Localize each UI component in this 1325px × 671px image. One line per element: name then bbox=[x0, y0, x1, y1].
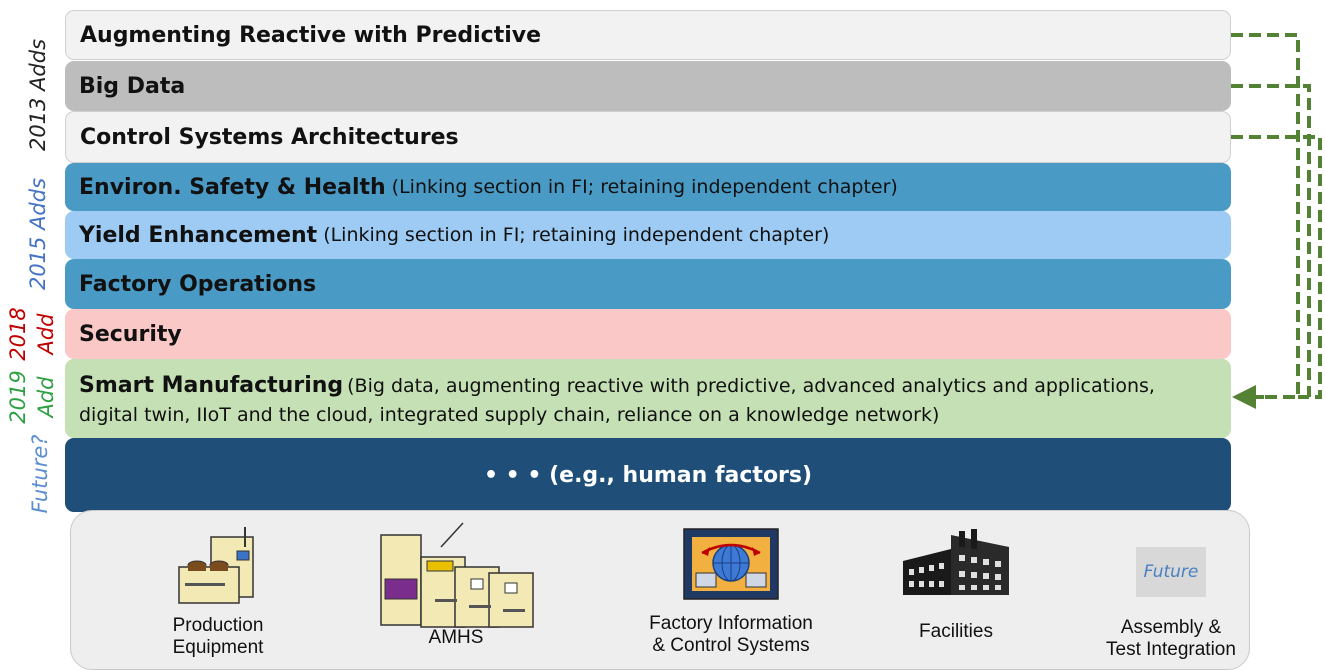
label-2018-year: 2018 bbox=[6, 307, 30, 361]
band-title: Smart Manufacturing bbox=[79, 373, 344, 398]
item-production-equipment: Production Equipment bbox=[153, 527, 283, 659]
item-amhs: AMHS bbox=[371, 521, 541, 649]
band-title: Environ. Safety & Health bbox=[79, 174, 386, 200]
band-yield-enhancement: Yield Enhancement (Linking section in FI… bbox=[65, 211, 1231, 259]
band-big-data: Big Data bbox=[65, 61, 1231, 111]
band-future-human-factors: • • • (e.g., human factors) bbox=[65, 438, 1231, 512]
band-title: Yield Enhancement bbox=[79, 222, 318, 248]
item-label: Facilities bbox=[919, 621, 993, 642]
production-equipment-icon bbox=[178, 527, 254, 604]
band-title: Control Systems Architectures bbox=[80, 124, 459, 150]
band-description: (Big data, augmenting reactive with pred… bbox=[347, 375, 1155, 397]
item-label: Factory Information bbox=[649, 613, 813, 634]
label-2019-year: 2019 bbox=[6, 370, 30, 424]
future-box-text: Future bbox=[1143, 562, 1199, 582]
connector-control-systems bbox=[1231, 135, 1322, 399]
band-factory-operations: Factory Operations bbox=[65, 259, 1231, 309]
band-augmenting-reactive: Augmenting Reactive with Predictive bbox=[65, 10, 1231, 60]
band-description-cont: digital twin, IIoT and the cloud, integr… bbox=[79, 404, 940, 426]
item-label: Assembly & bbox=[1120, 617, 1222, 638]
facilities-icon bbox=[903, 529, 1009, 595]
item-label: AMHS bbox=[428, 627, 484, 648]
item-label: Test Integration bbox=[1106, 639, 1236, 660]
connector-augmenting bbox=[1231, 33, 1300, 399]
band-control-systems: Control Systems Architectures bbox=[65, 111, 1231, 163]
band-title: Factory Operations bbox=[79, 271, 317, 297]
band-line-2: digital twin, IIoT and the cloud, integr… bbox=[79, 400, 1231, 429]
band-title: Big Data bbox=[79, 73, 186, 99]
label-future: Future? bbox=[28, 434, 52, 514]
item-facilities: Facilities bbox=[891, 525, 1021, 643]
amhs-icon bbox=[380, 522, 534, 628]
connector-arrow-head bbox=[1232, 385, 1256, 409]
band-description: (Linking section in FI; retaining indepe… bbox=[391, 176, 898, 198]
label-2015-adds: 2015 Adds bbox=[26, 177, 50, 291]
future-box: Future bbox=[1136, 547, 1206, 597]
base-platform: Production Equipment AMHS bbox=[70, 510, 1250, 670]
label-2013-adds: 2013 Adds bbox=[26, 38, 50, 152]
band-security: Security bbox=[65, 309, 1231, 359]
label-2019-add: Add bbox=[34, 376, 58, 418]
item-label: Production bbox=[172, 615, 264, 636]
band-title: Security bbox=[79, 321, 182, 347]
item-label: & Control Systems bbox=[652, 635, 810, 656]
factory-information-icon bbox=[683, 528, 779, 600]
item-label: Equipment bbox=[172, 637, 264, 658]
band-title: Augmenting Reactive with Predictive bbox=[80, 22, 542, 48]
label-2018-add: Add bbox=[34, 313, 58, 355]
band-environ-safety-health: Environ. Safety & Health (Linking sectio… bbox=[65, 163, 1231, 211]
band-description: (Linking section in FI; retaining indepe… bbox=[323, 224, 830, 246]
item-assembly-test-integration: Future Assembly & Test Integration bbox=[1091, 547, 1251, 661]
band-line-1: Smart Manufacturing(Big data, augmenting… bbox=[79, 371, 1231, 400]
connector-big-data bbox=[1231, 84, 1311, 397]
item-factory-information: Factory Information & Control Systems bbox=[626, 527, 836, 657]
band-smart-manufacturing: Smart Manufacturing(Big data, augmenting… bbox=[65, 359, 1231, 438]
band-title: • • • (e.g., human factors) bbox=[483, 462, 813, 488]
